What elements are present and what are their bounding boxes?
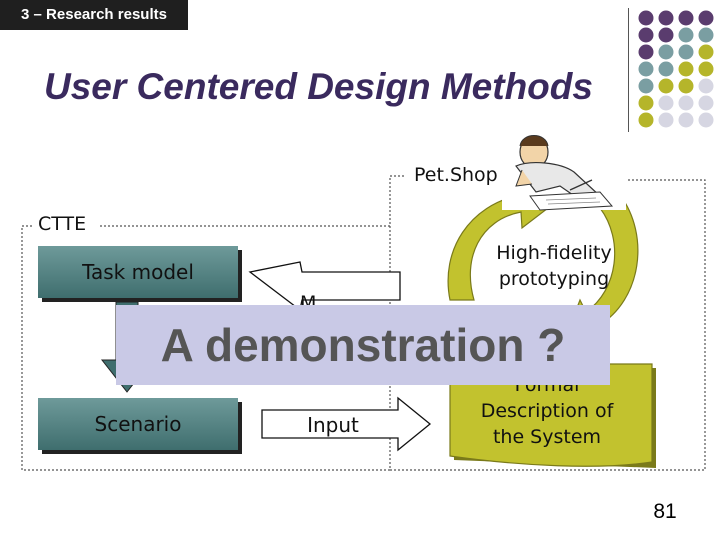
ctte-label: CTTE (34, 213, 91, 235)
formal-description-label: Formal Description of the System (452, 372, 642, 450)
input-label: Input (307, 413, 359, 437)
scenario-label: Scenario (94, 412, 182, 436)
decor-dot (678, 27, 694, 43)
thinking-person-icon (502, 135, 626, 211)
decor-dot (698, 10, 714, 26)
formal-description-box (449, 363, 656, 468)
decor-dot (678, 61, 694, 77)
high-fidelity-line-1: High-fidelity (496, 242, 612, 264)
decor-dot (678, 95, 694, 111)
high-fidelity-line-2: prototyping (498, 268, 610, 290)
formal-line-3: the System (492, 426, 602, 448)
decor-dot (658, 61, 674, 77)
decor-dot (638, 78, 654, 94)
task-model-box (38, 246, 242, 302)
decor-dot (698, 78, 714, 94)
decor-dot (698, 27, 714, 43)
slide-title: User Centered Design Methods (44, 66, 593, 107)
decor-dot (698, 44, 714, 60)
decor-dot (638, 95, 654, 111)
decor-dot (658, 10, 674, 26)
decor-dot (638, 61, 654, 77)
decor-dot (658, 95, 674, 111)
page-number: 81 (653, 500, 677, 523)
decor-dot (678, 78, 694, 94)
title-divider (628, 8, 629, 132)
petshop-label: Pet.Shop (410, 164, 502, 186)
model-arrow (248, 261, 401, 312)
decor-dot (698, 112, 714, 128)
decor-dot (658, 44, 674, 60)
decor-dot (658, 27, 674, 43)
decor-dot (658, 78, 674, 94)
scenario-box (38, 398, 242, 454)
ctte-frame (21, 225, 390, 471)
formal-line-2: Description of (480, 400, 614, 422)
input-arrow (261, 396, 432, 452)
decor-dot (638, 112, 654, 128)
demonstration-overlay (116, 305, 610, 385)
high-fidelity-label: High-fidelity prototyping (460, 240, 648, 292)
decor-dot (638, 27, 654, 43)
task-model-label: Task model (82, 260, 194, 284)
decor-dot (698, 95, 714, 111)
decor-dot (638, 10, 654, 26)
demonstration-text: A demonstration ? (160, 319, 566, 371)
decor-dot (698, 61, 714, 77)
decor-dot (678, 112, 694, 128)
decor-dot (678, 10, 694, 26)
decor-dot (658, 112, 674, 128)
dot-grid-decoration (638, 10, 714, 128)
decor-dot (638, 44, 654, 60)
decor-dot (678, 44, 694, 60)
section-tag: 3 – Research results (0, 0, 188, 30)
